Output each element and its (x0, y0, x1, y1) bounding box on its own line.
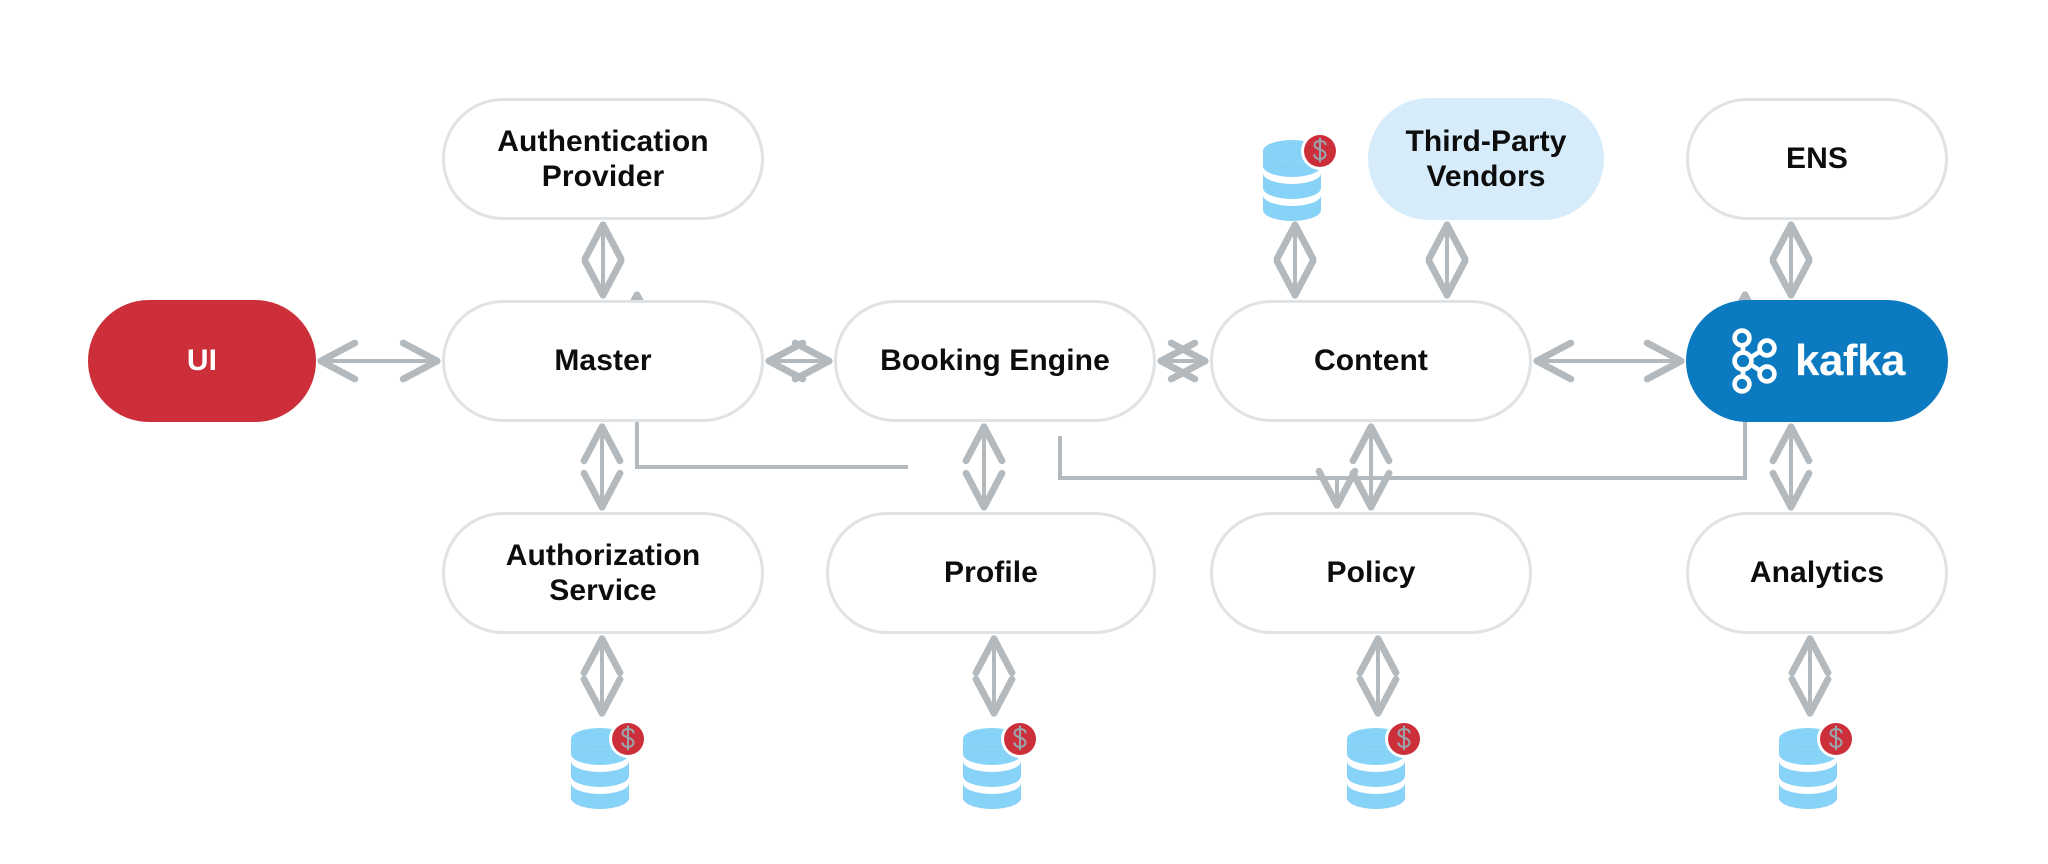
database-icon-analytics (1779, 720, 1855, 809)
kafka-logo: kafka (1729, 328, 1906, 394)
node-booking-engine[interactable]: Booking Engine (834, 300, 1156, 422)
kafka-glyph-icon (1732, 328, 1777, 394)
node-ens-label: ENS (1786, 142, 1848, 176)
node-authentication-provider-label: Authentication Provider (497, 124, 709, 193)
node-profile-label: Profile (943, 556, 1039, 590)
database-icon-authorization (571, 720, 647, 809)
node-kafka[interactable]: kafka (1686, 300, 1948, 422)
node-master[interactable]: Master (442, 300, 764, 422)
node-kafka-label: kafka (1794, 336, 1906, 386)
node-ui[interactable]: UI (88, 300, 316, 422)
node-booking-engine-label: Booking Engine (880, 344, 1110, 378)
edge-booking-to-policy (1058, 438, 1359, 509)
database-icon-policy (1347, 720, 1423, 809)
node-content-label: Content (1313, 344, 1428, 378)
node-third-party-vendors-label: Third-Party Vendors (1405, 124, 1567, 193)
node-analytics-label: Analytics (1749, 556, 1885, 590)
node-authorization-service-label: Authorization Service (505, 538, 701, 607)
node-ui-label: UI (186, 344, 218, 378)
node-authorization-service[interactable]: Authorization Service (442, 512, 764, 634)
node-master-label: Master (554, 344, 652, 378)
database-icon-profile (963, 720, 1039, 809)
node-analytics[interactable]: Analytics (1686, 512, 1948, 634)
node-policy[interactable]: Policy (1210, 512, 1532, 634)
node-content[interactable]: Content (1210, 300, 1532, 422)
node-authentication-provider[interactable]: Authentication Provider (442, 98, 764, 220)
node-third-party-vendors[interactable]: Third-Party Vendors (1368, 98, 1604, 220)
node-policy-label: Policy (1326, 556, 1416, 590)
database-icon-content (1263, 132, 1339, 221)
node-ens[interactable]: ENS (1686, 98, 1948, 220)
node-profile[interactable]: Profile (826, 512, 1156, 634)
